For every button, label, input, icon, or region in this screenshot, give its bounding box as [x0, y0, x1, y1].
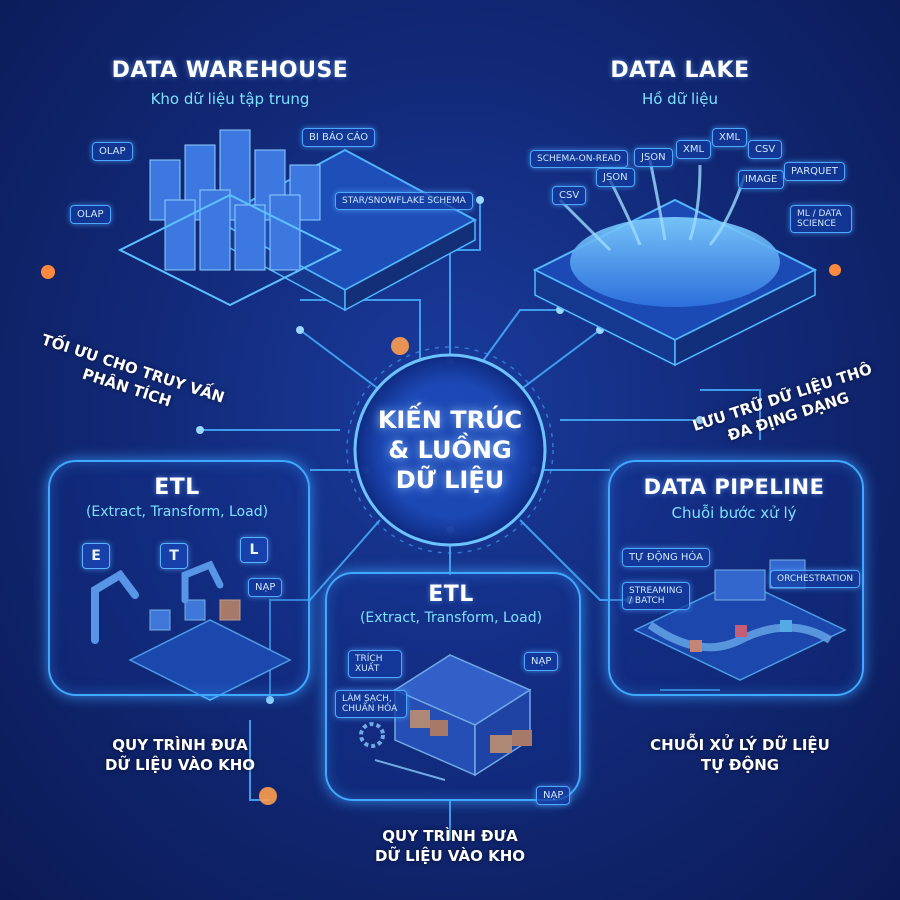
pipeline-caption-line1: CHUỖI XỬ LÝ DỮ LIỆU [650, 736, 830, 754]
etl-left-caption-line1: QUY TRÌNH ĐƯA [112, 736, 248, 754]
lake-tag-xml-2: XML [712, 128, 748, 147]
etl-left-title: ETL [154, 475, 200, 500]
etl-bottom-tag-extract: TRÍCH XUẤT [348, 650, 402, 678]
warehouse-illustration [117, 129, 478, 312]
warehouse-tag-olap-1: OLAP [92, 142, 133, 161]
center-title-line2: & LUỒNG [388, 436, 512, 464]
pipeline-tag-automation: TỰ ĐỘNG HÓA [622, 548, 710, 567]
etl-left-letter-e: E [82, 543, 110, 569]
pipeline-caption: CHUỖI XỬ LÝ DỮ LIỆU TỰ ĐỘNG [630, 735, 850, 775]
etl-bottom-tag-load-2: NẠP [536, 786, 571, 805]
lake-tag-xml-1: XML [676, 140, 712, 159]
lake-title: DATA LAKE [610, 58, 750, 83]
etl-bottom-panel [325, 572, 581, 801]
warehouse-tag-olap-2: OLAP [70, 205, 111, 224]
lake-tag-json-1: JSON [596, 168, 635, 187]
pipeline-tag-orchestration: ORCHESTRATION [770, 570, 861, 588]
lake-subtitle: Hồ dữ liệu [641, 90, 719, 108]
warehouse-title: DATA WAREHOUSE [111, 58, 349, 83]
etl-bottom-caption-line2: DỮ LIỆU VÀO KHO [374, 847, 526, 865]
etl-bottom-tag-clean: LÀM SẠCH, CHUẨN HÓA [335, 690, 407, 718]
lake-tag-csv-2: CSV [748, 140, 783, 159]
etl-left-subtitle: (Extract, Transform, Load) [85, 504, 269, 520]
etl-bottom-caption-line1: QUY TRÌNH ĐƯA [382, 827, 518, 845]
etl-left-caption: QUY TRÌNH ĐƯA DỮ LIỆU VÀO KHO [70, 735, 290, 775]
lake-tag-json-2: JSON [634, 148, 673, 167]
etl-bottom-caption: QUY TRÌNH ĐƯA DỮ LIỆU VÀO KHO [340, 826, 560, 866]
warehouse-tag-schema: STAR/SNOWFLAKE SCHEMA [335, 192, 473, 210]
warehouse-tag-bi: BI BÁO CÁO [302, 128, 376, 147]
lake-tag-csv-1: CSV [552, 186, 587, 205]
pipeline-title: DATA PIPELINE [643, 475, 825, 499]
etl-left-tag-load: NẠP [248, 578, 283, 597]
lake-tag-parquet: PARQUET [784, 162, 845, 181]
center-title-line1: KIẾN TRÚC [377, 406, 523, 434]
lake-tag-schema-on-read: SCHEMA-ON-READ [530, 150, 628, 168]
warehouse-subtitle: Kho dữ liệu tập trung [150, 90, 310, 108]
lake-tag-image: IMAGE [738, 170, 785, 189]
etl-left-letter-l: L [240, 537, 268, 563]
etl-bottom-illustration [359, 654, 532, 781]
pipeline-tag-streaming: STREAMING / BATCH [622, 582, 690, 610]
etl-bottom-subtitle: (Extract, Transform, Load) [359, 610, 543, 626]
etl-left-illustration [91, 560, 292, 701]
etl-bottom-tag-load-1: NẠP [524, 652, 559, 671]
etl-left-letter-t: T [160, 543, 188, 569]
center-title: KIẾN TRÚC & LUỒNG DỮ LIỆU [355, 405, 545, 495]
lake-illustration [532, 159, 818, 367]
pipeline-subtitle: Chuỗi bước xử lý [671, 504, 797, 522]
etl-left-caption-line2: DỮ LIỆU VÀO KHO [104, 756, 256, 774]
pipeline-caption-line2: TỰ ĐỘNG [700, 756, 780, 774]
etl-bottom-title: ETL [428, 582, 474, 607]
lake-tag-ml: ML / DATA SCIENCE [790, 205, 852, 233]
center-title-line3: DỮ LIỆU [395, 466, 505, 494]
